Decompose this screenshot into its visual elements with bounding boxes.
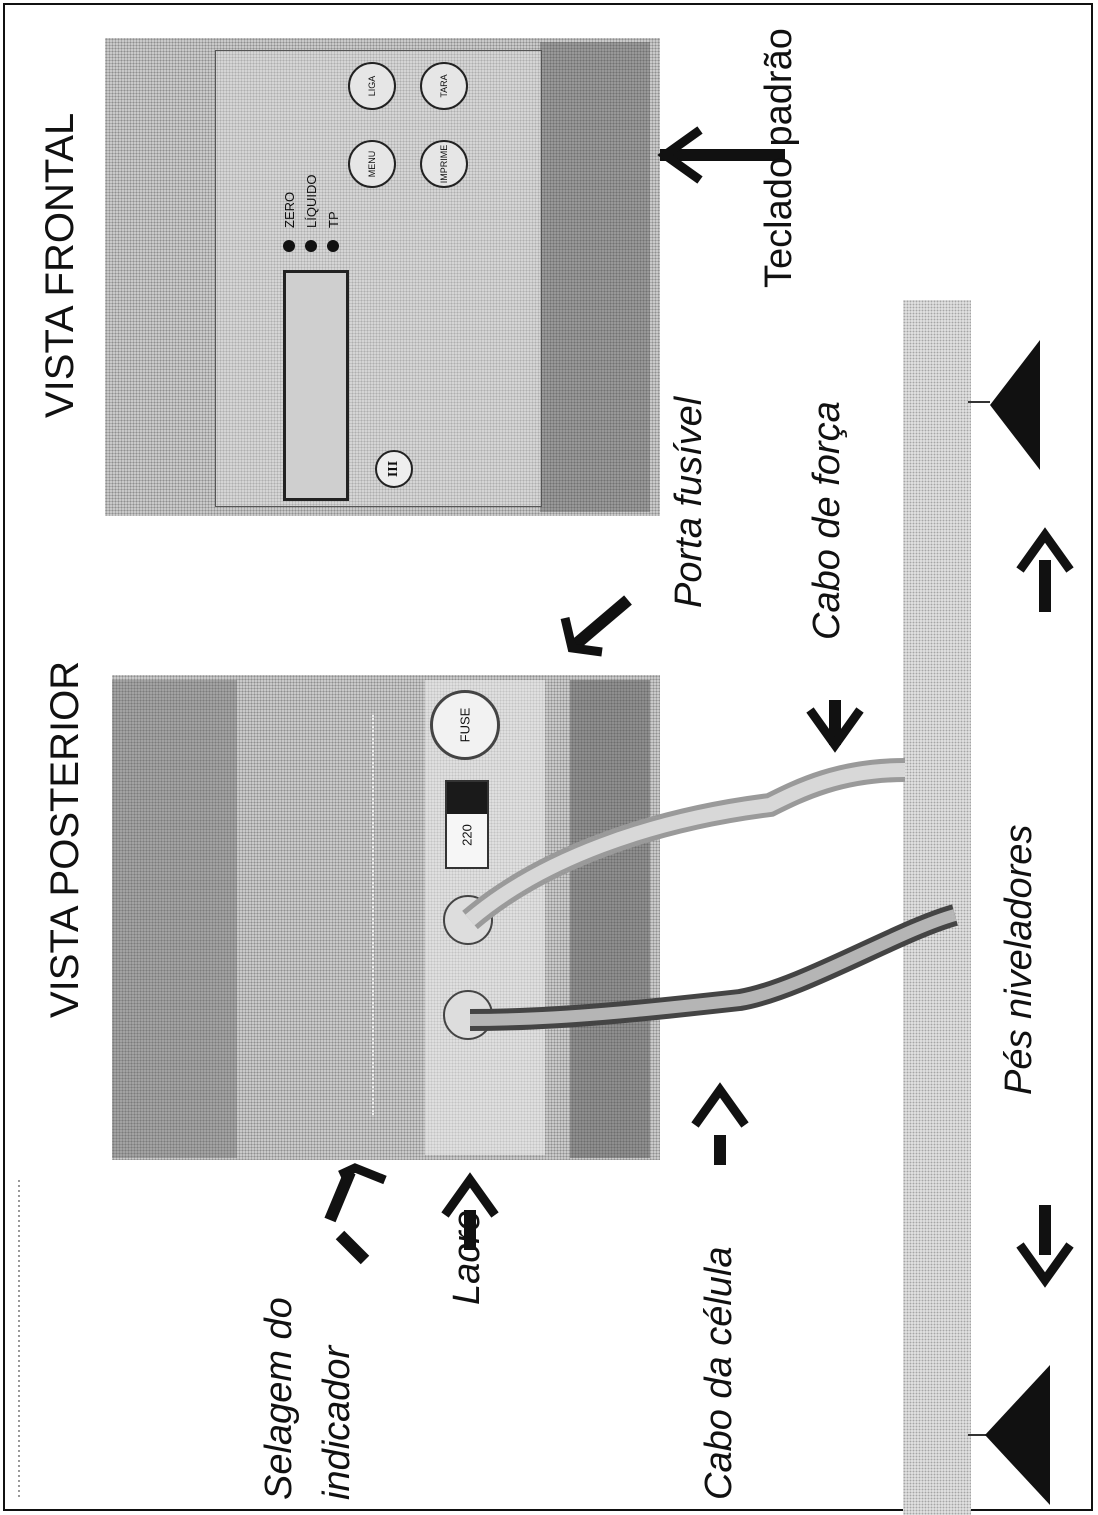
callout-teclado-padrao: Teclado padrão [758,28,800,288]
arrow-icon [324,1163,387,1265]
voltage-switch-lever [447,782,487,814]
scan-edge [18,1180,20,1500]
indicator-led-icon [305,240,317,252]
arrow-icon [691,1082,749,1165]
power-cable-edge [465,763,906,926]
weight-display [283,270,349,501]
rear-base-band [570,680,650,1158]
arrow-icon [1016,1205,1074,1288]
seal-chain [372,715,380,1115]
callout-pes-niveladores: Pés niveladores [998,824,1040,1095]
indicator-led-icon [283,240,295,252]
arrow-icon [1016,527,1074,612]
indicator-led-icon [327,240,339,252]
callout-lacre: Lacre [446,1209,488,1305]
front-panel-face [215,50,542,507]
arrow-icon [560,595,632,657]
heading-vista-posterior: VISTA POSTERIOR [43,660,87,1018]
arrow-icon [441,1172,499,1250]
callout-selagem-line2: indicador [316,1345,358,1500]
callout-cabo-forca: Cabo de força [806,401,848,640]
keypad-key[interactable]: LIGA [348,62,396,110]
arrow-icon [806,700,864,753]
rear-view-photo [112,675,660,1160]
load-cell-cable-inner [469,909,957,1026]
power-cable [462,758,906,930]
figure-frame [3,3,1093,1511]
keypad-key[interactable]: IMPRIME [420,140,468,188]
fuse-holder-icon: FUSE [430,690,500,760]
heading-vista-frontal: VISTA FRONTAL [38,112,82,418]
callout-selagem-line1: Selagem do [258,1297,300,1500]
rear-panel-band [112,680,237,1158]
front-base-band [540,42,650,512]
front-view-photo [105,38,660,516]
keypad-key[interactable]: MENU [348,140,396,188]
callout-cabo-celula: Cabo da célula [698,1246,740,1500]
callout-porta-fusivel: Porta fusível [668,396,710,608]
base-stand [903,300,971,1515]
class-mark-icon: III [375,450,413,488]
keypad-key[interactable]: TARA [420,62,468,110]
arrow-icon [657,126,785,184]
leveling-foot-icon [968,1365,1050,1505]
leveling-foot-icon [968,340,1040,470]
voltage-switch-icon: 220 [445,780,489,869]
